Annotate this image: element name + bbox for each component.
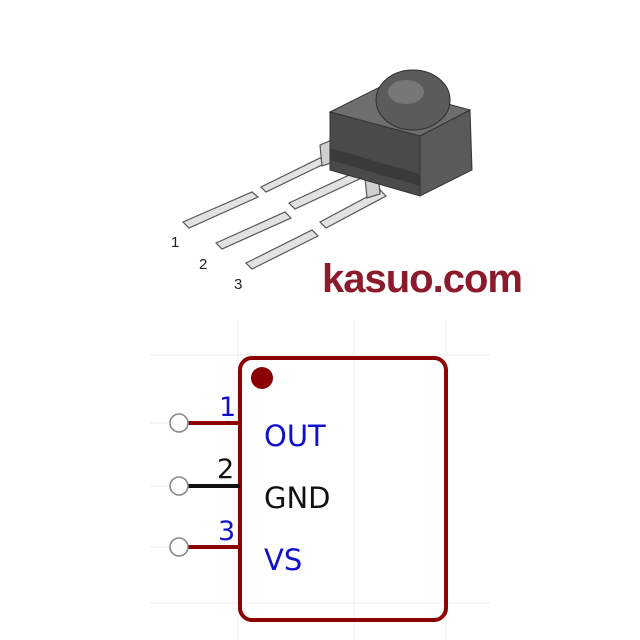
pin-3-number: 3 — [218, 516, 235, 547]
lead-2 — [214, 211, 293, 250]
package-pin-label-2: 2 — [199, 256, 207, 273]
lead-1 — [181, 191, 260, 229]
svg-text:kasuo.com: kasuo.com — [322, 257, 522, 301]
lead-3 — [244, 229, 320, 270]
schematic-grid — [150, 320, 490, 640]
package-pin-label-1: 1 — [171, 234, 179, 251]
svg-text:kasuo.com: kasuo.com — [322, 257, 522, 301]
pin1-marker-dot — [251, 367, 273, 389]
pin-1-name: OUT — [264, 419, 326, 453]
pin-1-terminal — [169, 413, 189, 433]
package-leads — [181, 157, 387, 270]
pin-2-number: 2 — [217, 454, 234, 485]
pin-2-terminal — [169, 476, 189, 496]
watermark: kasuo.com kasuo.com — [319, 254, 527, 305]
schematic-pin-3: 3 VS — [169, 516, 302, 577]
pin-3-terminal — [169, 537, 189, 557]
pin-2-name: GND — [264, 481, 331, 515]
schematic-pin-1: 1 OUT — [169, 392, 326, 453]
lead-1-far — [259, 157, 328, 193]
symbol-body — [238, 356, 448, 622]
pin-3-name: VS — [264, 543, 302, 577]
ir-receiver-package: 1 2 3 — [171, 69, 473, 293]
package-pin-label-3: 3 — [234, 276, 242, 293]
pin-1-number: 1 — [219, 392, 236, 423]
schematic-pin-2: 2 GND — [169, 454, 331, 515]
lead-3-far — [319, 189, 387, 229]
